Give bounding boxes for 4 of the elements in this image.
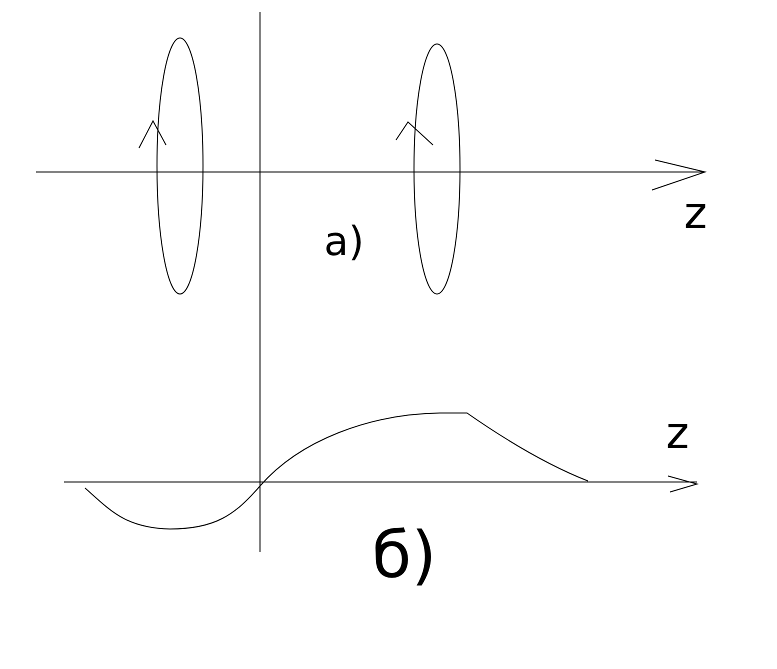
axis-label: z (666, 412, 690, 456)
axis-label: б) (372, 524, 436, 588)
axis-label: z (684, 192, 708, 236)
axis-label: a) (324, 222, 364, 262)
